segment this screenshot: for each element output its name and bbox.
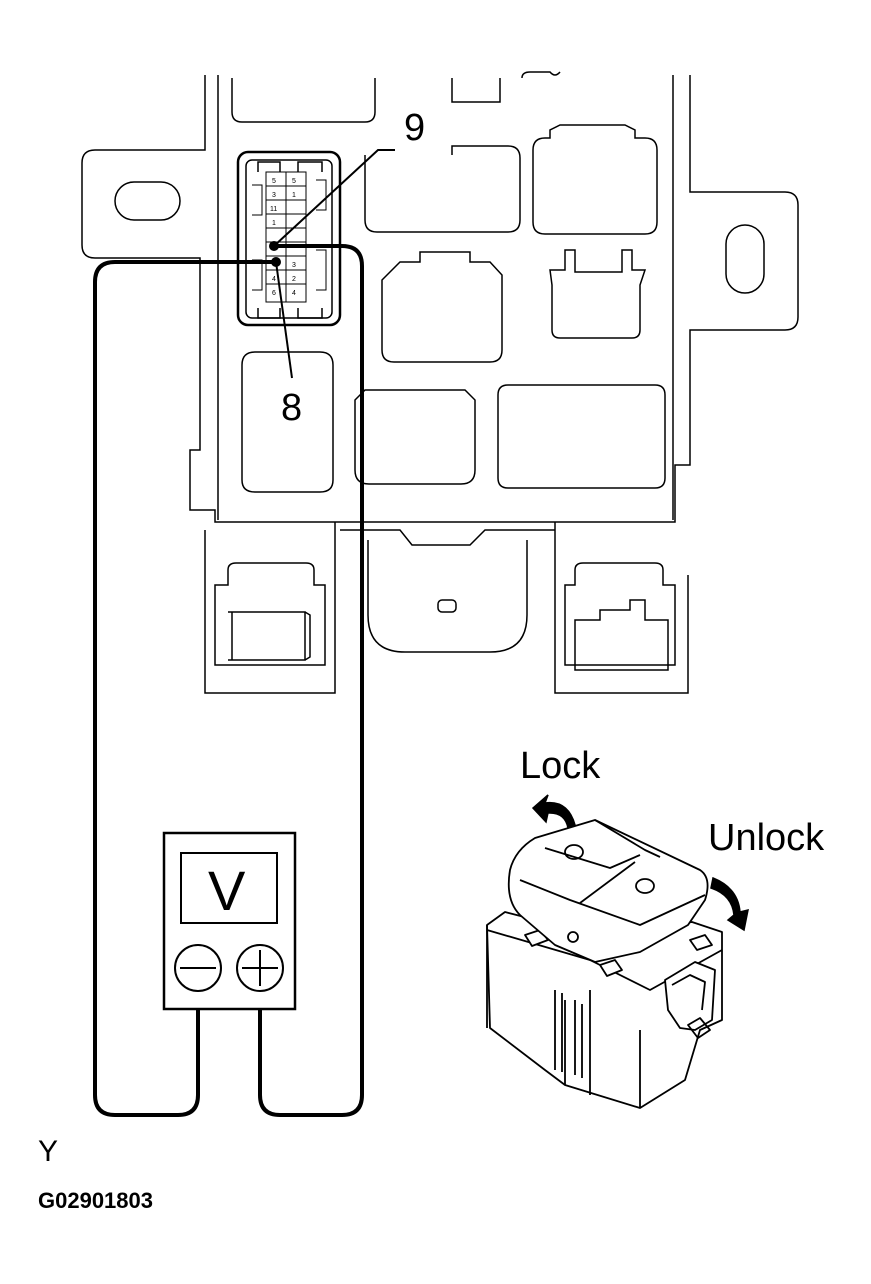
connector: 5 5 3 1 11 1 3 4 2 6 4 <box>236 150 342 327</box>
svg-text:5: 5 <box>272 178 276 185</box>
positive-lead <box>258 244 364 1117</box>
unlock-arrow <box>710 876 749 932</box>
svg-text:4: 4 <box>292 290 296 297</box>
mount-hole-left <box>114 181 181 221</box>
svg-text:3: 3 <box>272 192 276 199</box>
test-leads <box>93 244 364 1117</box>
voltmeter <box>162 831 297 1011</box>
pin-9-label: 9 <box>404 107 425 149</box>
lower-block <box>204 522 689 694</box>
svg-text:1: 1 <box>272 220 276 227</box>
unlock-label: Unlock <box>708 817 825 859</box>
negative-lead <box>93 260 275 1117</box>
mount-hole-right <box>725 224 765 294</box>
svg-text:4: 4 <box>272 276 276 283</box>
lock-arrow <box>531 794 576 830</box>
pin-8-label: 8 <box>281 387 302 429</box>
svg-text:5: 5 <box>292 178 296 185</box>
junction-block <box>81 71 799 523</box>
negative-terminal <box>174 944 222 992</box>
door-lock-switch <box>486 819 723 1109</box>
voltmeter-letter: V <box>208 859 246 922</box>
figure-code: G02901803 <box>38 1188 153 1213</box>
svg-text:1: 1 <box>292 192 296 199</box>
svg-text:11: 11 <box>270 206 277 213</box>
view-marker: Y <box>38 1135 59 1168</box>
positive-terminal <box>236 944 284 992</box>
lock-label: Lock <box>520 745 601 787</box>
svg-text:6: 6 <box>272 290 276 297</box>
voltmeter-display <box>180 852 278 924</box>
svg-text:3: 3 <box>292 262 296 269</box>
pin-8-leader <box>275 261 293 379</box>
svg-text:2: 2 <box>292 276 296 283</box>
pin-9-leader <box>273 149 395 247</box>
